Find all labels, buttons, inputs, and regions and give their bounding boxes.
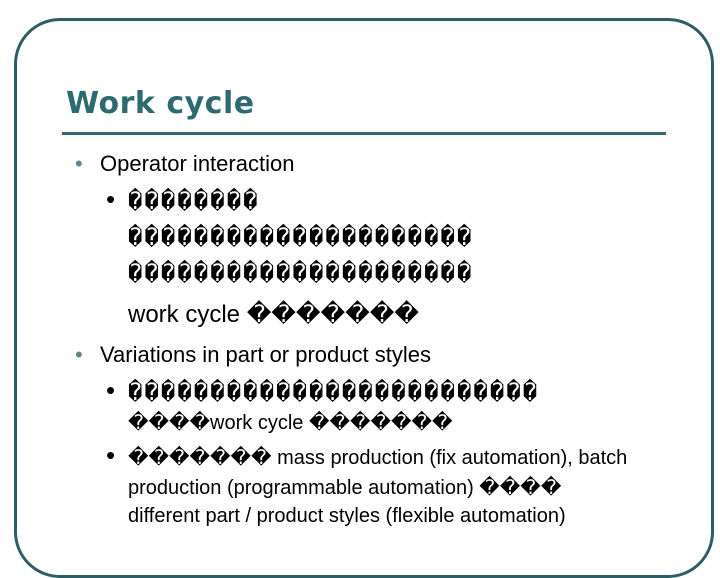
bullet-operator-interaction: Operator interaction [100,151,295,176]
sub-bullet-line: ������� mass production (fix automation)… [128,447,628,469]
sub-bullet-dot: • [106,375,116,405]
bullet-dot: • [75,342,83,367]
sub-bullet-line: ����work cycle ������� [128,412,453,434]
sub-bullet-line: different part / product styles (flexibl… [128,505,566,527]
sub-bullet-line: production (programmable automation) ���… [128,477,562,499]
title-underline [62,132,666,135]
bullet-dot: • [75,151,83,176]
sub-bullet-line: ������������������������� [128,378,540,406]
sub-bullet-line: ��������������������� [128,223,474,251]
sub-bullet-line: �������� [128,187,260,215]
sub-bullet-dot: • [106,184,116,214]
sub-bullet-dot: • [106,440,116,470]
bullet-variations: Variations in part or product styles [100,342,431,367]
slide-title: Work cycle [66,86,255,121]
sub-bullet-line: work cycle ������� [128,301,419,328]
sub-bullet-line: ��������������������� [128,259,474,287]
